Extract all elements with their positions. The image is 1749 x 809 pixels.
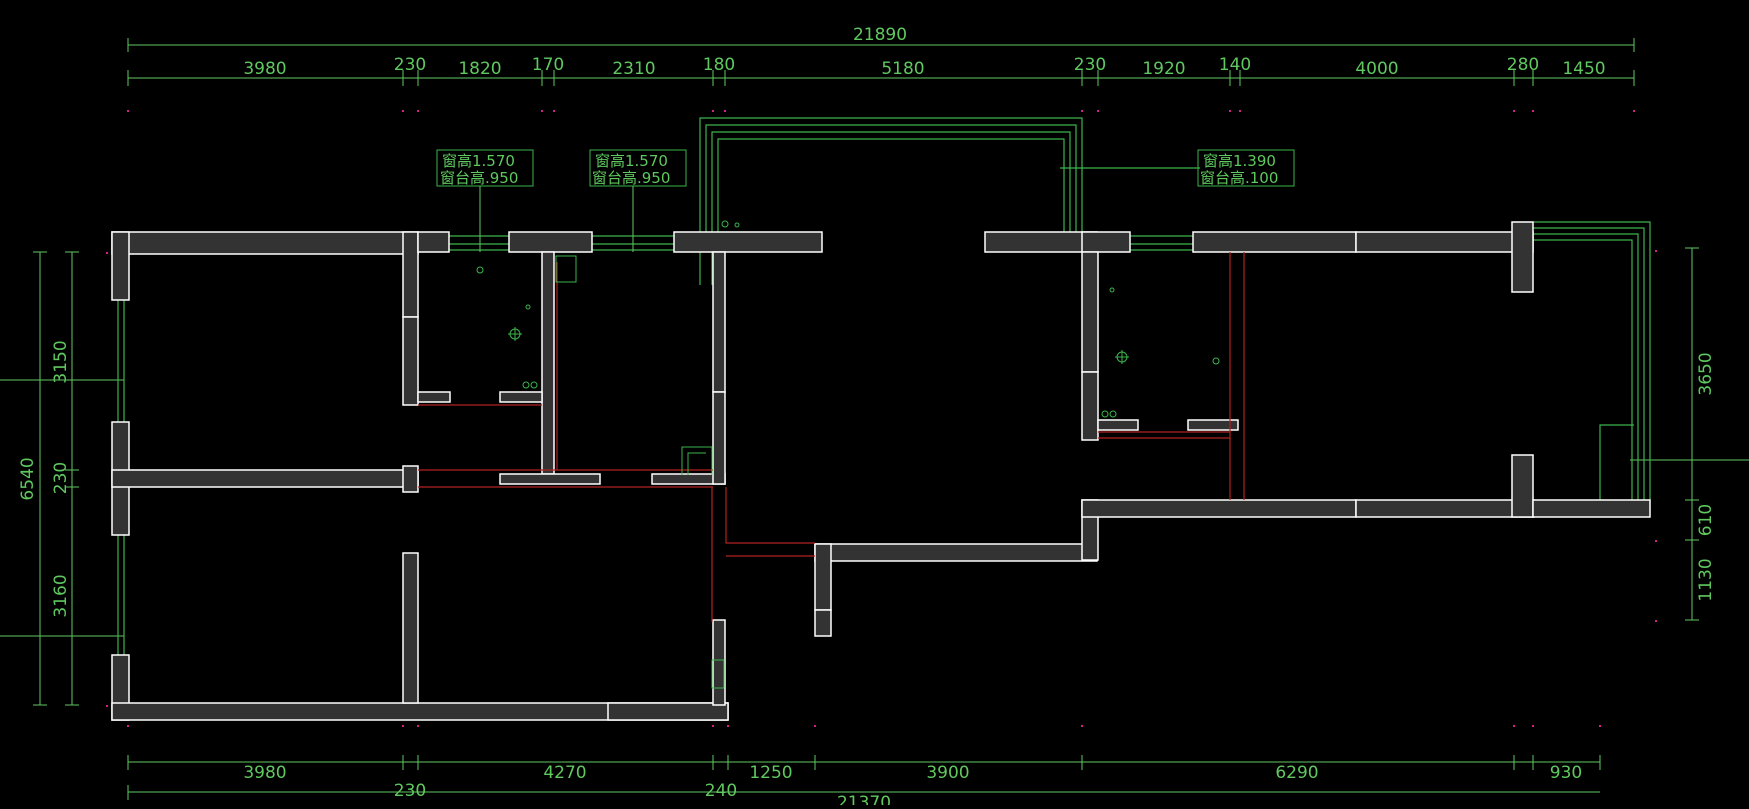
bottom-small-dim-2: 240 xyxy=(705,781,737,801)
left-total-dimension: 6540 xyxy=(18,457,38,500)
top-dim-5: 2310 xyxy=(612,59,655,79)
top-dim-1: 3980 xyxy=(243,59,286,79)
right-dim-3: 1130 xyxy=(1696,558,1716,601)
top-dim-13: 1450 xyxy=(1562,59,1605,79)
bottom-total-dimension: 21370 xyxy=(837,793,891,805)
window-note-1: 窗高1.570 窗台高.950 xyxy=(436,149,534,252)
bottom-dim-2: 4270 xyxy=(543,763,586,783)
balcony-railing xyxy=(699,117,1200,285)
walls xyxy=(111,221,1651,721)
top-dim-12: 280 xyxy=(1507,55,1539,75)
right-dimension-chain xyxy=(1630,247,1749,621)
window-note-2: 窗高1.570 窗台高.950 xyxy=(589,149,687,252)
bottom-dim-3: 1250 xyxy=(749,763,792,783)
bottom-dim-4: 3900 xyxy=(926,763,969,783)
left-dim-2: 230 xyxy=(51,462,71,494)
top-total-dimension: 21890 xyxy=(853,25,907,45)
axis-markers xyxy=(106,110,1657,727)
window-note-3-height: 窗高1.390 xyxy=(1203,152,1276,170)
top-dim-9: 1920 xyxy=(1142,59,1185,79)
fixture-symbols xyxy=(476,220,1220,689)
window-note-3-sill: 窗台高.100 xyxy=(1200,169,1278,187)
top-dimension-chain xyxy=(127,38,1635,86)
right-balcony-railing xyxy=(1533,221,1651,505)
top-dim-11: 4000 xyxy=(1355,59,1398,79)
top-dim-2: 230 xyxy=(394,55,426,75)
left-dimension-chain xyxy=(0,251,124,706)
bottom-dim-1: 3980 xyxy=(243,763,286,783)
top-dim-10: 140 xyxy=(1219,55,1251,75)
window-note-3: 窗高1.390 窗台高.100 xyxy=(1197,149,1295,187)
left-dim-1: 3150 xyxy=(51,340,71,383)
right-dim-1: 3650 xyxy=(1696,352,1716,395)
top-dim-8: 230 xyxy=(1074,55,1106,75)
left-dim-3: 3160 xyxy=(51,574,71,617)
window-note-1-height: 窗高1.570 xyxy=(442,152,515,170)
window-note-2-height: 窗高1.570 xyxy=(595,152,668,170)
pipe-lines xyxy=(418,252,1245,622)
top-dim-7: 5180 xyxy=(881,59,924,79)
right-dim-2: 610 xyxy=(1696,504,1716,536)
bottom-dim-6: 930 xyxy=(1550,763,1582,783)
window-note-2-sill: 窗台高.950 xyxy=(592,169,670,187)
window-note-1-sill: 窗台高.950 xyxy=(440,169,518,187)
top-dim-6: 180 xyxy=(703,55,735,75)
top-dim-4: 170 xyxy=(532,55,564,75)
top-dim-3: 1820 xyxy=(458,59,501,79)
bottom-small-dim-1: 230 xyxy=(394,781,426,801)
bottom-dim-5: 6290 xyxy=(1275,763,1318,783)
left-windows xyxy=(117,235,1193,655)
bottom-dimension-chain xyxy=(127,755,1601,800)
